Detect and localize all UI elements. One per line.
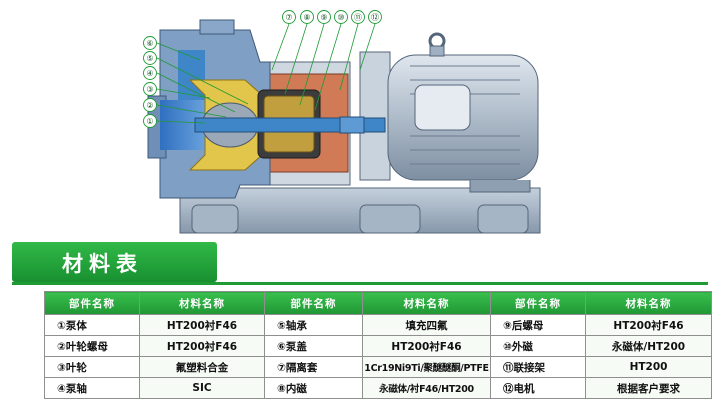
materials-title-bar: 材料表 xyxy=(12,242,217,282)
motor-shaft xyxy=(339,116,365,134)
callout-labels xyxy=(143,10,382,128)
materials-title: 材料表 xyxy=(62,252,143,276)
header-part-name: 部件名称 xyxy=(490,291,586,315)
callout-6: ⑥ xyxy=(146,39,153,48)
pump-cross-section-illustration: ① ② ③ ④ ⑤ ⑥ ⑦ ⑧ ⑨ ⑩ ⑪ ⑫ xyxy=(143,10,541,234)
material-cell: 永磁体/衬F46/HT200 xyxy=(362,377,491,399)
part-name-cell: ⑩外磁 xyxy=(490,335,586,357)
callout-9: ⑨ xyxy=(320,13,327,22)
part-name-cell: ④泵轴 xyxy=(44,377,140,399)
part-name-cell: ⑧内磁 xyxy=(264,377,363,399)
material-cell: HT200 xyxy=(585,356,712,378)
table-row: ①泵体 HT200衬F46 ⑤轴承 填充四氟 ⑨后螺母 HT200衬F46 xyxy=(44,314,712,336)
header-part-name: 部件名称 xyxy=(44,291,140,315)
table-header-row: 部件名称 材料名称 部件名称 材料名称 部件名称 材料名称 xyxy=(44,291,712,315)
materials-table: 部件名称 材料名称 部件名称 材料名称 部件名称 材料名称 ①泵体 HT200衬… xyxy=(44,291,712,399)
callout-numbers: ① ② ③ ④ ⑤ ⑥ ⑦ ⑧ ⑨ ⑩ ⑪ ⑫ xyxy=(146,13,379,126)
material-cell: 根据客户要求 xyxy=(585,377,712,399)
header-material-name: 材料名称 xyxy=(362,291,491,315)
callout-12: ⑫ xyxy=(371,13,379,22)
callout-8: ⑧ xyxy=(303,13,310,22)
header-material-name: 材料名称 xyxy=(139,291,265,315)
callout-11: ⑪ xyxy=(354,13,362,22)
header-part-name: 部件名称 xyxy=(264,291,363,315)
part-name-cell: ①泵体 xyxy=(44,314,140,336)
callout-1: ① xyxy=(146,117,153,126)
material-cell: HT200衬F46 xyxy=(139,314,265,336)
material-cell: HT200衬F46 xyxy=(585,314,712,336)
part-name-cell: ②叶轮螺母 xyxy=(44,335,140,357)
material-cell: SIC xyxy=(139,377,265,399)
callout-2: ② xyxy=(146,101,153,110)
part-name-cell: ⑦隔离套 xyxy=(264,356,363,378)
material-cell: 永磁体/HT200 xyxy=(585,335,712,357)
callout-3: ③ xyxy=(146,85,153,94)
callout-7: ⑦ xyxy=(285,13,292,22)
callout-leaders xyxy=(156,23,376,124)
title-underline xyxy=(12,282,708,285)
table-row: ④泵轴 SIC ⑧内磁 永磁体/衬F46/HT200 ⑫电机 根据客户要求 xyxy=(44,377,712,399)
callout-10: ⑩ xyxy=(337,13,344,22)
header-material-name: 材料名称 xyxy=(585,291,712,315)
part-name-cell: ⑪联接架 xyxy=(490,356,586,378)
callout-4: ④ xyxy=(146,69,153,78)
part-name-cell: ⑤轴承 xyxy=(264,314,363,336)
part-name-cell: ⑨后螺母 xyxy=(490,314,586,336)
pump-shaft xyxy=(194,117,386,133)
part-name-cell: ③叶轮 xyxy=(44,356,140,378)
table-row: ②叶轮螺母 HT200衬F46 ⑥泵盖 HT200衬F46 ⑩外磁 永磁体/HT… xyxy=(44,335,712,357)
base-foot-mid xyxy=(359,204,421,234)
material-cell: 1Cr19Ni9Ti/聚醚醚酮/PTFE xyxy=(362,356,491,378)
material-cell: 氟塑料合金 xyxy=(139,356,265,378)
base-foot-left xyxy=(191,204,239,234)
material-cell: HT200衬F46 xyxy=(139,335,265,357)
material-cell: HT200衬F46 xyxy=(362,335,491,357)
base-foot-right xyxy=(477,204,529,234)
table-row: ③叶轮 氟塑料合金 ⑦隔离套 1Cr19Ni9Ti/聚醚醚酮/PTFE ⑪联接架… xyxy=(44,356,712,378)
callout-5: ⑤ xyxy=(146,54,153,63)
material-cell: 填充四氟 xyxy=(362,314,491,336)
motor xyxy=(359,32,539,193)
part-name-cell: ⑥泵盖 xyxy=(264,335,363,357)
part-name-cell: ⑫电机 xyxy=(490,377,586,399)
